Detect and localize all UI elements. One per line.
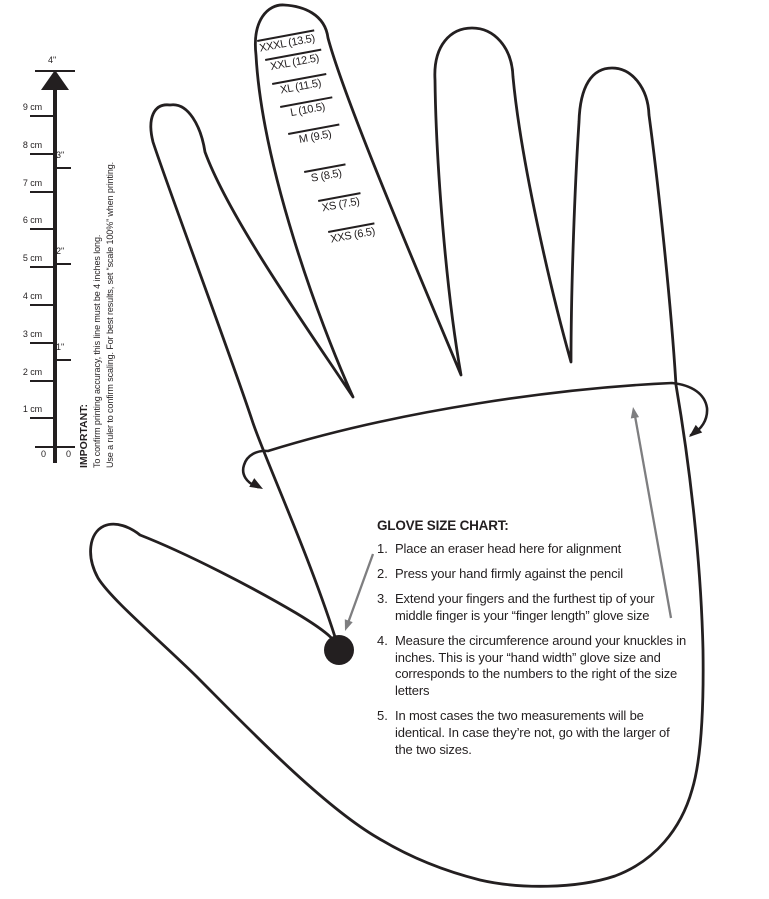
instruction-text: Measure the circumference around your kn… xyxy=(395,632,687,699)
instruction-text: Press your hand firmly against the penci… xyxy=(395,565,623,581)
instruction-number: 4. xyxy=(377,632,388,648)
knuckle-measure-arc xyxy=(241,381,709,489)
ruler-cm-label: 2 cm xyxy=(22,367,42,377)
instruction-item: 5. In most cases the two measurements wi… xyxy=(377,708,687,758)
ruler-inch-label: 3" xyxy=(56,150,65,160)
instructions-title: GLOVE SIZE CHART: xyxy=(377,518,509,533)
hand-outline xyxy=(89,3,705,888)
print-accuracy-line: Use a ruler to confirm scaling. For best… xyxy=(105,161,115,468)
calibration-ruler xyxy=(30,70,75,463)
knuckle-pointer-arrow xyxy=(630,407,673,619)
print-accuracy-line: To confirm printing accuracy, this line … xyxy=(92,234,102,468)
instruction-item: 2. Press your hand firmly against the pe… xyxy=(377,566,687,583)
ruler-cm-label: 3 cm xyxy=(22,329,42,339)
instruction-number: 3. xyxy=(377,590,388,606)
instruction-text: Extend your fingers and the furthest tip… xyxy=(395,590,655,623)
ruler-cm-label: 7 cm xyxy=(22,178,42,188)
arc-arrowhead-right-icon xyxy=(689,424,703,437)
gray-arrowhead-icon xyxy=(344,619,353,631)
ruler-cm-label: 4 cm xyxy=(22,291,42,301)
ruler-cm-label: 1 cm xyxy=(22,404,42,414)
ruler-inch-label: 2" xyxy=(56,246,65,256)
print-accuracy-heading: IMPORTANT: xyxy=(78,404,90,468)
ruler-zero-cm-label: 0 xyxy=(40,449,46,459)
ruler-zero-inch-label: 0 xyxy=(66,449,72,459)
eraser-pointer-arrow xyxy=(344,553,375,631)
ruler-cm-label: 8 cm xyxy=(22,140,42,150)
instruction-number: 5. xyxy=(377,708,388,724)
eraser-alignment-dot xyxy=(324,635,354,665)
gray-arrowhead-icon xyxy=(630,407,640,419)
instructions-panel: GLOVE SIZE CHART: 1. Place an eraser hea… xyxy=(377,517,687,767)
ruler-inch-label: 4" xyxy=(48,55,57,65)
arc-arrowhead-left-icon xyxy=(249,478,263,489)
ruler-inch-label: 1" xyxy=(56,342,65,352)
instruction-item: 3. Extend your fingers and the furthest … xyxy=(377,591,687,625)
print-accuracy-note: IMPORTANT: To confirm printing accuracy,… xyxy=(78,68,117,468)
ruler-cm-label: 9 cm xyxy=(22,102,42,112)
instruction-item: 4. Measure the circumference around your… xyxy=(377,633,687,700)
ruler-cm-label: 6 cm xyxy=(22,215,42,225)
instruction-text: Place an eraser head here for alignment xyxy=(395,541,622,556)
instruction-text: In most cases the two measurements will … xyxy=(395,708,670,757)
ruler-cm-label: 5 cm xyxy=(22,253,42,263)
ruler-arrowhead-icon xyxy=(41,70,69,90)
instruction-number: 2. xyxy=(377,565,388,581)
instruction-number: 1. xyxy=(377,541,388,556)
instruction-item: 1. Place an eraser head here for alignme… xyxy=(377,541,687,558)
